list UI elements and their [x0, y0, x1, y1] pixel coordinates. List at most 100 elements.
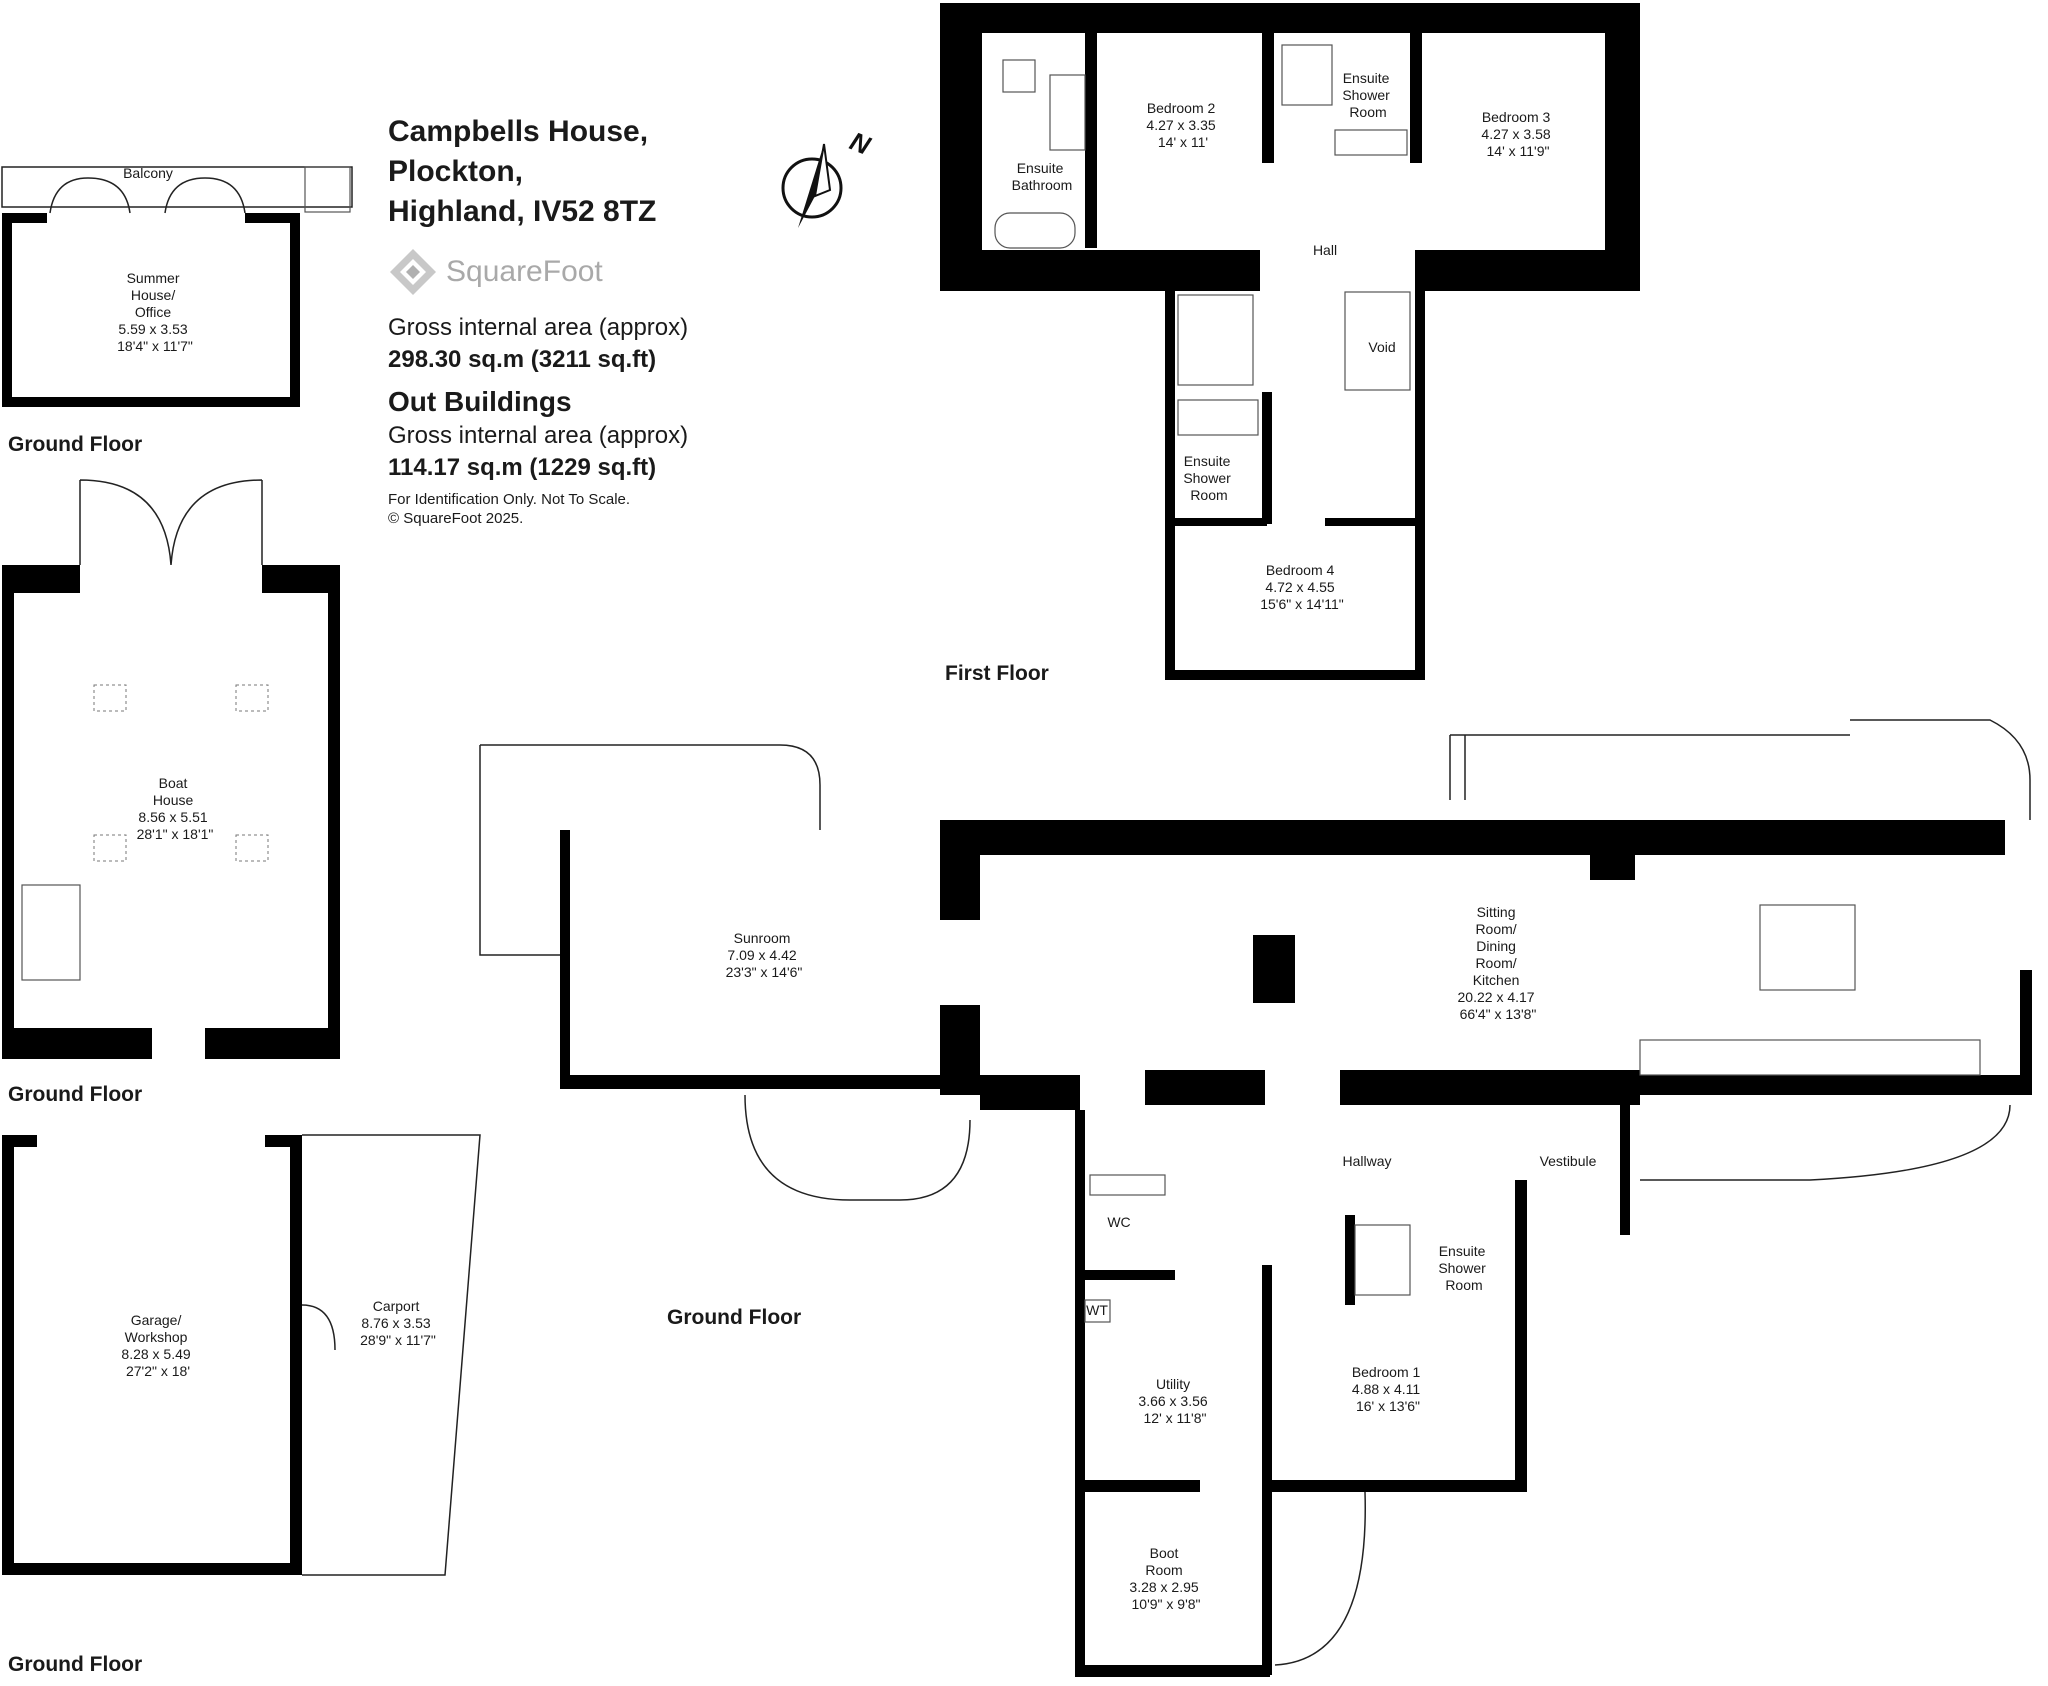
gf-sunroom-wall-bottom: [560, 1075, 950, 1089]
terrace-edge-left: [479, 745, 560, 956]
gia-label: Gross internal area (approx): [388, 314, 689, 341]
label-garage: Garage/ Workshop 8.28 x 5.49 27'2" x 18': [121, 1312, 194, 1379]
label-bedroom2: Bedroom 2 4.27 x 3.35 14' x 11': [1146, 100, 1219, 150]
boat-wall-bottom-right: [205, 1028, 340, 1059]
boat-light-2: [235, 684, 269, 712]
gf-water-tank: [1084, 1299, 1111, 1323]
boat-wall-bottom-left: [2, 1028, 152, 1059]
boat-light-1: [93, 684, 127, 712]
gf-wall-pier-3: [1590, 820, 1635, 880]
gf-wall-boot-right: [1262, 1445, 1272, 1675]
ff-wall-wing-left: [1165, 290, 1175, 680]
summer-door-arc-1: [49, 177, 131, 214]
ff-shower-b3: [1281, 44, 1333, 106]
ff-wall-wing-right: [1415, 290, 1425, 680]
summer-wall-bottom: [2, 397, 300, 407]
property-info: Campbells House, Plockton, Highland, IV5…: [388, 112, 808, 528]
label-bedroom3: Bedroom 3 4.27 x 3.58 14' x 11'9": [1481, 109, 1554, 159]
summer-house-plan: [1, 166, 353, 407]
summer-door-arc-2: [164, 177, 246, 214]
label-carport: Carport 8.76 x 3.53 28'9" x 11'7": [360, 1298, 436, 1348]
floor-label-first: First Floor: [945, 662, 1049, 685]
summer-wall-top-a: [2, 213, 47, 223]
north-compass-icon: N: [781, 126, 876, 228]
gf-wall-kitchen-bottom: [1640, 1075, 2032, 1095]
label-sitting-room: Sitting Room/ Dining Room/ Kitchen 20.22…: [1458, 904, 1539, 1022]
gf-wall-wing-bottom: [1075, 1665, 1270, 1677]
garage-wall-top-b: [265, 1135, 302, 1147]
gf-sunroom-wall-left: [560, 830, 570, 1080]
address-line-2: Plockton,: [388, 155, 524, 188]
gf-wc-basin: [1089, 1174, 1166, 1196]
floor-label-garage: Ground Floor: [8, 1653, 142, 1676]
gf-bed1-bay: [1274, 1491, 1366, 1666]
garage-wall-bottom: [2, 1563, 302, 1575]
gf-wall-ensuite-left: [1345, 1215, 1355, 1305]
squarefoot-logo-icon: [390, 249, 436, 295]
brand-logo: SquareFoot: [388, 244, 808, 300]
ff-shower-b2: [1049, 74, 1086, 151]
boat-stairs: [21, 884, 81, 981]
ff-wall-b4-top: [1325, 518, 1420, 526]
garage-wall-right: [290, 1135, 302, 1575]
gf-wall-bottom-a: [980, 1075, 1080, 1110]
main-ground-floor-plan: [479, 719, 2032, 1677]
label-hallway: Hallway: [1342, 1153, 1391, 1169]
gf-wall-bottom-b: [1145, 1070, 1265, 1105]
gf-wall-bottom-c: [1340, 1070, 1640, 1105]
ff-wc: [1002, 59, 1036, 93]
label-ensuite-bathroom: Ensuite Bathroom: [1012, 160, 1073, 193]
address-line-1: Campbells House,: [388, 115, 649, 148]
gf-counter: [1639, 1039, 1981, 1076]
ff-bath: [994, 212, 1076, 249]
boat-wall-right: [328, 565, 340, 1059]
label-bedroom1: Bedroom 1 4.88 x 4.11 16' x 13'6": [1352, 1364, 1424, 1414]
gf-wall-bed1-right: [1515, 1180, 1527, 1492]
ff-wall-ensuite: [1262, 392, 1272, 524]
label-sunroom: Sunroom 7.09 x 4.42 23'3" x 14'6": [726, 930, 803, 980]
terrace-outline-right: [1449, 719, 2031, 820]
ff-void: [1344, 291, 1411, 391]
ff-wall-bottom-left: [940, 250, 1260, 291]
label-bedroom4: Bedroom 4 4.72 x 4.55 15'6" x 14'11": [1260, 562, 1344, 612]
boat-doors: [79, 479, 263, 566]
label-boat-house: Boat House 8.56 x 5.51 28'1" x 18'1": [137, 775, 214, 842]
label-summer-house: Summer House/ Office 5.59 x 3.53 18'4" x…: [117, 270, 193, 354]
summer-wall-left: [2, 213, 12, 407]
note-copyright: © SquareFoot 2025.: [388, 510, 524, 527]
floor-label-main-ground: Ground Floor: [667, 1306, 801, 1329]
label-hall: Hall: [1313, 242, 1337, 258]
summer-wall-right: [290, 213, 300, 407]
boat-wall-left: [2, 565, 14, 1059]
label-vestibule: Vestibule: [1540, 1153, 1597, 1169]
gf-wall-bed1-bottom: [1262, 1480, 1527, 1492]
brand-name: SquareFoot: [446, 255, 603, 288]
first-floor-plan: [940, 3, 1640, 680]
room-labels: Balcony Summer House/ Office 5.59 x 3.53…: [117, 70, 1596, 1612]
ff-wall-b3-left: [1410, 33, 1422, 163]
carport-outline: [302, 1134, 481, 1576]
ff-stairs: [1177, 294, 1254, 386]
gf-wall-right: [2020, 970, 2032, 1090]
gf-wall-top: [940, 820, 2005, 855]
ff-wall-top: [940, 3, 1640, 33]
gf-wall-wc-bottom: [1085, 1270, 1175, 1280]
outbuildings-gia-label: Gross internal area (approx): [388, 422, 689, 449]
gf-wall-utility-bottom: [1085, 1480, 1200, 1492]
label-boot-room: Boot Room 3.28 x 2.95 10'9" x 9'8": [1129, 1545, 1202, 1612]
gf-island: [1759, 904, 1856, 991]
floor-label-summer: Ground Floor: [8, 433, 142, 456]
outbuildings-gia-value: 114.17 sq.m (1229 sq.ft): [388, 454, 657, 481]
gf-shower: [1354, 1224, 1411, 1296]
label-utility: Utility 3.66 x 3.56 12' x 11'8": [1138, 1376, 1211, 1426]
ff-wall-b2-right: [1262, 33, 1274, 163]
floor-label-boat: Ground Floor: [8, 1083, 142, 1106]
outbuildings-title: Out Buildings: [388, 386, 572, 417]
garage-wall-top-a: [2, 1135, 37, 1147]
gf-chimney: [1253, 935, 1295, 1003]
gf-sunroom-bay: [744, 1094, 971, 1201]
garage-side-door: [301, 1304, 336, 1351]
boat-light-3: [93, 834, 127, 862]
label-wc: WC: [1107, 1214, 1130, 1230]
compass-label: N: [846, 126, 876, 161]
